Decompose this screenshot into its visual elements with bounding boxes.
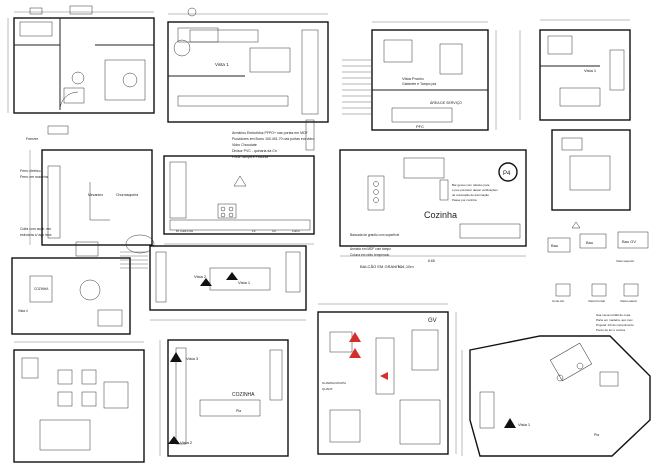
plan-10: COZINHA Vista 4 (11, 257, 145, 463)
plan13-pia: Pia (594, 433, 599, 437)
plan13-note-3: Projetar 1/3 do comprimento (596, 323, 634, 327)
plan7-callout-5: h=1,10m (398, 264, 414, 269)
plan7-callout-3: Coluna em vidro temperado (350, 253, 390, 257)
plan7-title: Cozinha (424, 210, 457, 220)
plan-12: GV GUARDA ROUPA QUANT. (317, 303, 457, 455)
plan-6: Armários Embutidos PFPO+ nas portas em M… (163, 119, 315, 245)
plan5-note-2: Ferro em madeira (20, 175, 48, 179)
plan12-guarda: GUARDA ROUPA (322, 381, 346, 385)
red-triangle-2 (349, 348, 361, 358)
plan4-vista-label: Vista 1 (584, 68, 597, 73)
plan5-note-3: Coifa com acab. em (20, 227, 51, 231)
plan13-note-4: Ponto de luz e cortina (596, 328, 625, 332)
plan8-vista: Vista superior (616, 259, 634, 263)
plan5-note-1: Ferro eletrico (20, 169, 41, 173)
plan8-note-2: Vista Frontal (588, 299, 605, 303)
plan-11: Vista 3 Vista 2 COZINHA Pia (159, 339, 289, 457)
plan7-callout-4: BALCÃO EM GRANITO (360, 264, 403, 269)
plan6-note-1: Armários Embutidos PFPO+ nas portas em M… (232, 131, 308, 135)
plan7-right-note-4: Passe por cozinha (452, 198, 477, 202)
plan5-freezer: Freezer (26, 137, 39, 141)
plan6-note-4: Divisor PVC - quinaria da Ch (232, 149, 277, 153)
plan5-churrasqueira: Churrasqueira (116, 193, 138, 197)
plan13-note-2: Parte em madeira, aço inox (596, 318, 633, 322)
misc-stairs (120, 251, 148, 269)
plan7-right-note-1: Bar gesso com rebaixo pare (452, 183, 490, 187)
plan-7: P4 Cozinha Bancada de granito com superf… (339, 149, 527, 269)
plan-3: Vista Pronto Gabinete e Tampo pia ÁREA D… (342, 21, 497, 131)
red-triangle-1 (349, 332, 361, 342)
plan8-bau-2: Bau (586, 240, 593, 245)
plan6-dim-4: Forno (292, 229, 300, 233)
plan11-vista-b: Vista 2 (180, 440, 193, 445)
plan6-note-2: Puxadores em Burro 100.401.70 nas portas… (232, 137, 314, 141)
plan7-callout-2: Armário em MDF com tampo (350, 247, 391, 251)
plan3-vista-label: Vista Pronto (402, 76, 424, 81)
plan6-dim-1: M. Cafe Fios (176, 229, 194, 233)
plan6-dim-3: CC (272, 229, 277, 233)
plan13-note-1: Sua mesa retrátil de copa (596, 313, 631, 317)
plan-4: Vista 1 (519, 19, 631, 121)
plan8-gv: Bau GV (622, 239, 636, 244)
plan11-vista-a: Vista 3 (186, 356, 199, 361)
plan5-note-4: estrutura c/ aço inox (20, 233, 52, 237)
plan6-note-5: Porta Tampa e Flotonia (232, 155, 268, 159)
plan9-vista1: Vista 1 (238, 280, 251, 285)
plan5-mezanino: Mezanino (88, 193, 103, 197)
plan-5: Ferro eletrico Ferro em madeira Coifa co… (20, 125, 155, 257)
plan-8: Bau Bau Bau GV Vista superior Corte AA V… (547, 129, 649, 303)
plan3-area-label: ÁREA DE SERVIÇO (430, 101, 462, 105)
plan-1 (7, 5, 155, 114)
plan10-vista4: Vista 4 (18, 309, 28, 313)
plan7-dim: 6.65 (428, 259, 435, 263)
plan8-bau-1: Bau (551, 243, 558, 248)
plan10-title: COZINHA (34, 287, 49, 291)
plan7-tag: P4 (503, 171, 511, 177)
plan12-quant: QUANT. (322, 387, 333, 391)
plan8-note-3: Vista Lateral (620, 299, 637, 303)
plan6-dim-2: FF (252, 229, 256, 233)
plan7-callout-1: Bancada de granito com superfície (350, 233, 399, 237)
plan7-right-note-2: e pés pra fazer deixar verificações (452, 188, 498, 192)
plan6-note-3: Vidro Chocolate (232, 143, 257, 147)
plan13-vista: Vista 1 (518, 422, 531, 427)
plan12-gv: GV (428, 318, 437, 324)
plan3-pfc: PFC (416, 124, 424, 129)
plan-13: Vista 1 Pia Sua mesa retrátil de copa Pa… (461, 313, 651, 457)
plan7-right-note-3: de colocação de iluminação (452, 193, 489, 197)
plan8-note-1: Corte AA (552, 299, 564, 303)
plan-9: Vista 2 Vista 1 (149, 245, 307, 321)
plan3-sub-label: Gabinete e Tampo pia (402, 82, 436, 86)
plan11-title: COZINHA (232, 392, 255, 398)
plan2-vista-label: Vista 1 (215, 62, 229, 67)
red-triangle-3 (380, 372, 388, 380)
plan9-vista2: Vista 2 (194, 274, 207, 279)
plan11-pia: Pia (236, 409, 241, 413)
plan-2: Vista 1 (167, 7, 329, 123)
